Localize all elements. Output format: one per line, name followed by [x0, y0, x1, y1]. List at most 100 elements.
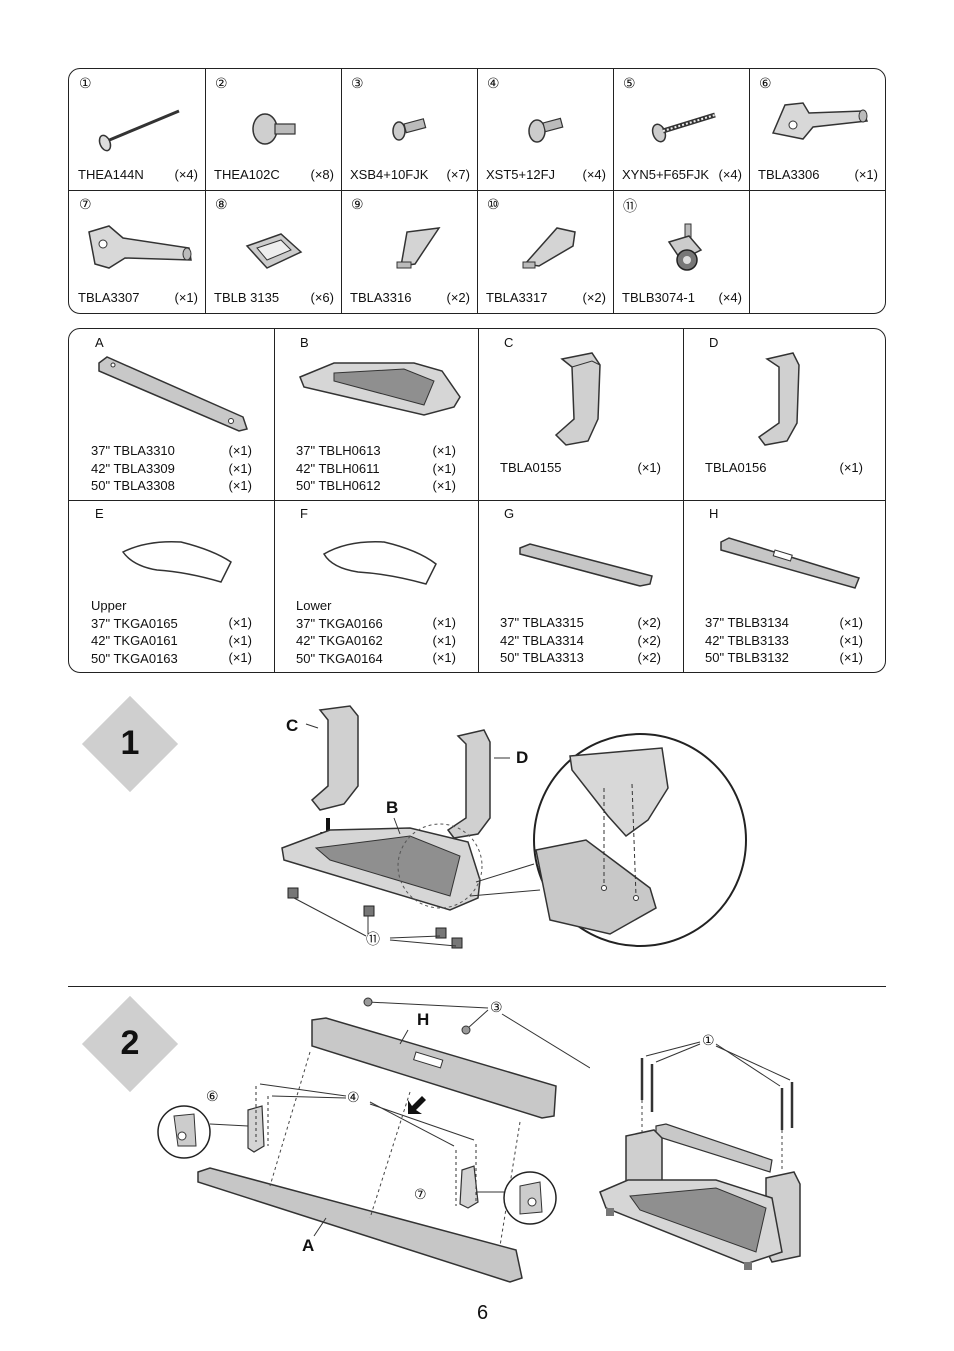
part-cell-d: D TBLA0156 (×1): [683, 329, 885, 500]
item-qty: (×8): [310, 167, 334, 182]
hardware-cell-6: ⑥ TBLA3306 (×1): [749, 69, 885, 190]
variant: 42" TBLB3133: [705, 632, 789, 648]
base-bar-icon: [98, 356, 248, 432]
bracket-right-icon: [88, 225, 192, 269]
item-qty: (×7): [446, 167, 470, 182]
part-cell-c: C TBLA0155 (×1): [478, 329, 683, 500]
label-bracket-7: ⑦: [414, 1186, 427, 1202]
part-qtys: (×1) (×1) (×1): [229, 442, 252, 495]
item-number: ⑪: [623, 198, 637, 214]
part-cell-g: G 37" TBLA3315 42" TBLA3314 50" TBLA3313…: [478, 500, 683, 672]
part-qtys: (×1): [638, 459, 661, 477]
qty: (×2): [637, 615, 661, 630]
item-qty: (×4): [718, 167, 742, 182]
step-1-illustration: [281, 705, 747, 949]
variant: 50" TKGA0164: [296, 650, 383, 666]
part-variants: 37" TBLB3134 42" TBLB3133 50" TBLB3132: [705, 614, 789, 667]
part-qtys: (×1): [840, 459, 863, 477]
step-2-assembly-illustration: [157, 997, 590, 1283]
item-qty: (×2): [582, 290, 606, 305]
qty: (×1): [839, 632, 863, 648]
qty: (×1): [228, 650, 252, 665]
hardware-cell-5: ⑤ XYN5+F65FJK (×4): [613, 69, 749, 190]
bracket-bar-icon: [519, 543, 653, 587]
part-letter: F: [300, 506, 308, 521]
item-number: ⑥: [759, 75, 772, 91]
variant: 50" TBLH0612: [296, 478, 381, 493]
item-number: ⑩: [487, 196, 500, 212]
part-letter: C: [504, 335, 514, 350]
hardware-cell-8: ⑧ TBLB 3135 (×6): [205, 190, 341, 313]
step-2-number: 2: [120, 1024, 140, 1062]
variant: 42" TBLA3309: [91, 460, 175, 476]
divider: [683, 329, 684, 672]
variant: 42" TKGA0161: [91, 633, 178, 648]
variant: 37" TKGA0166: [296, 615, 383, 631]
part-qtys: (×1) (×1) (×1): [433, 442, 456, 495]
qty: (×1): [839, 615, 863, 630]
right-post-icon: [757, 352, 800, 446]
divider: [478, 329, 479, 672]
item-number: ②: [215, 75, 228, 91]
top-bar-icon: [720, 537, 860, 589]
variant: TBLA0156: [705, 460, 767, 475]
lower-glass-icon: [322, 541, 437, 585]
part-cell-a: A 37" TBLA3310 42" TBLA3309 50" TBLA3308…: [69, 329, 274, 500]
cover-right-icon: [522, 227, 576, 269]
flange-screw-icon: [528, 117, 564, 143]
variant: 37" TBLA3315: [500, 615, 584, 630]
divider: [613, 69, 614, 313]
part-variants: 37" TBLH0613 42" TBLH0611 50" TBLH0612: [296, 442, 381, 495]
qty: (×1): [228, 632, 252, 648]
label-screw-3: ③: [490, 999, 503, 1015]
variant: 37" TBLH0613: [296, 443, 381, 458]
qty: (×1): [228, 460, 252, 476]
hardware-cell-11: ⑪ TBLB3074-1 (×4): [613, 190, 749, 313]
part-cell-e: E Upper 37" TKGA0165 42" TKGA0161 50" TK…: [69, 500, 274, 672]
qty: (×2): [637, 632, 661, 648]
item-code: TBLA3317: [486, 290, 548, 305]
part-letter: D: [709, 335, 719, 350]
item-qty: (×4): [174, 167, 198, 182]
divider: [205, 69, 206, 313]
variant: 37" TBLA3310: [91, 443, 175, 458]
part-cell-b: B 37" TBLH0613 42" TBLH0611 50" TBLH0612…: [274, 329, 478, 500]
label-b: B: [386, 798, 399, 817]
short-screw-icon: [392, 118, 427, 141]
label-h: H: [417, 1010, 430, 1029]
part-qtys: (×2) (×2) (×2): [638, 614, 661, 667]
qty: (×1): [228, 615, 252, 630]
qty: (×1): [839, 650, 863, 665]
part-variants: Lower 37" TKGA0166 42" TKGA0162 50" TKGA…: [296, 597, 383, 667]
qty: (×1): [432, 478, 456, 493]
part-letter: G: [504, 506, 515, 521]
item-code: TBLA3316: [350, 290, 412, 305]
variant: 42" TBLA3314: [500, 632, 584, 648]
qty: (×1): [839, 460, 863, 475]
qty: (×1): [432, 615, 456, 630]
item-qty: (×4): [718, 290, 742, 305]
thumb-screw-icon: [252, 113, 296, 145]
hardware-cell-7: ⑦ TBLA3307 (×1): [69, 190, 205, 313]
qty: (×1): [637, 460, 661, 475]
label-d: D: [516, 748, 529, 767]
left-post-icon: [554, 352, 601, 446]
divider: [69, 500, 885, 501]
variant: 50" TBLB3132: [705, 650, 789, 665]
variant: 37" TKGA0165: [91, 615, 178, 631]
item-code: TBLA3306: [758, 167, 820, 182]
qty: (×1): [228, 478, 252, 493]
hardware-cell-4: ④ XST5+12FJ (×4): [477, 69, 613, 190]
page-number: 6: [477, 1302, 489, 1324]
part-variants: 37" TBLA3315 42" TBLA3314 50" TBLA3313: [500, 614, 584, 667]
hardware-cell-1: ① THEA144N (×4): [69, 69, 205, 190]
item-number: ⑤: [623, 75, 636, 91]
variant: 50" TKGA0163: [91, 650, 178, 666]
qty: (×1): [432, 650, 456, 665]
item-code: THEA144N: [78, 167, 144, 182]
item-number: ⑨: [351, 196, 364, 212]
label-bracket-6: ⑥: [206, 1088, 219, 1104]
hardware-table: ① THEA144N (×4) ② THEA102C (×8) ③ XSB4+1…: [68, 68, 886, 314]
part-qtys: (×1) (×1) (×1): [229, 614, 252, 667]
item-qty: (×6): [310, 290, 334, 305]
